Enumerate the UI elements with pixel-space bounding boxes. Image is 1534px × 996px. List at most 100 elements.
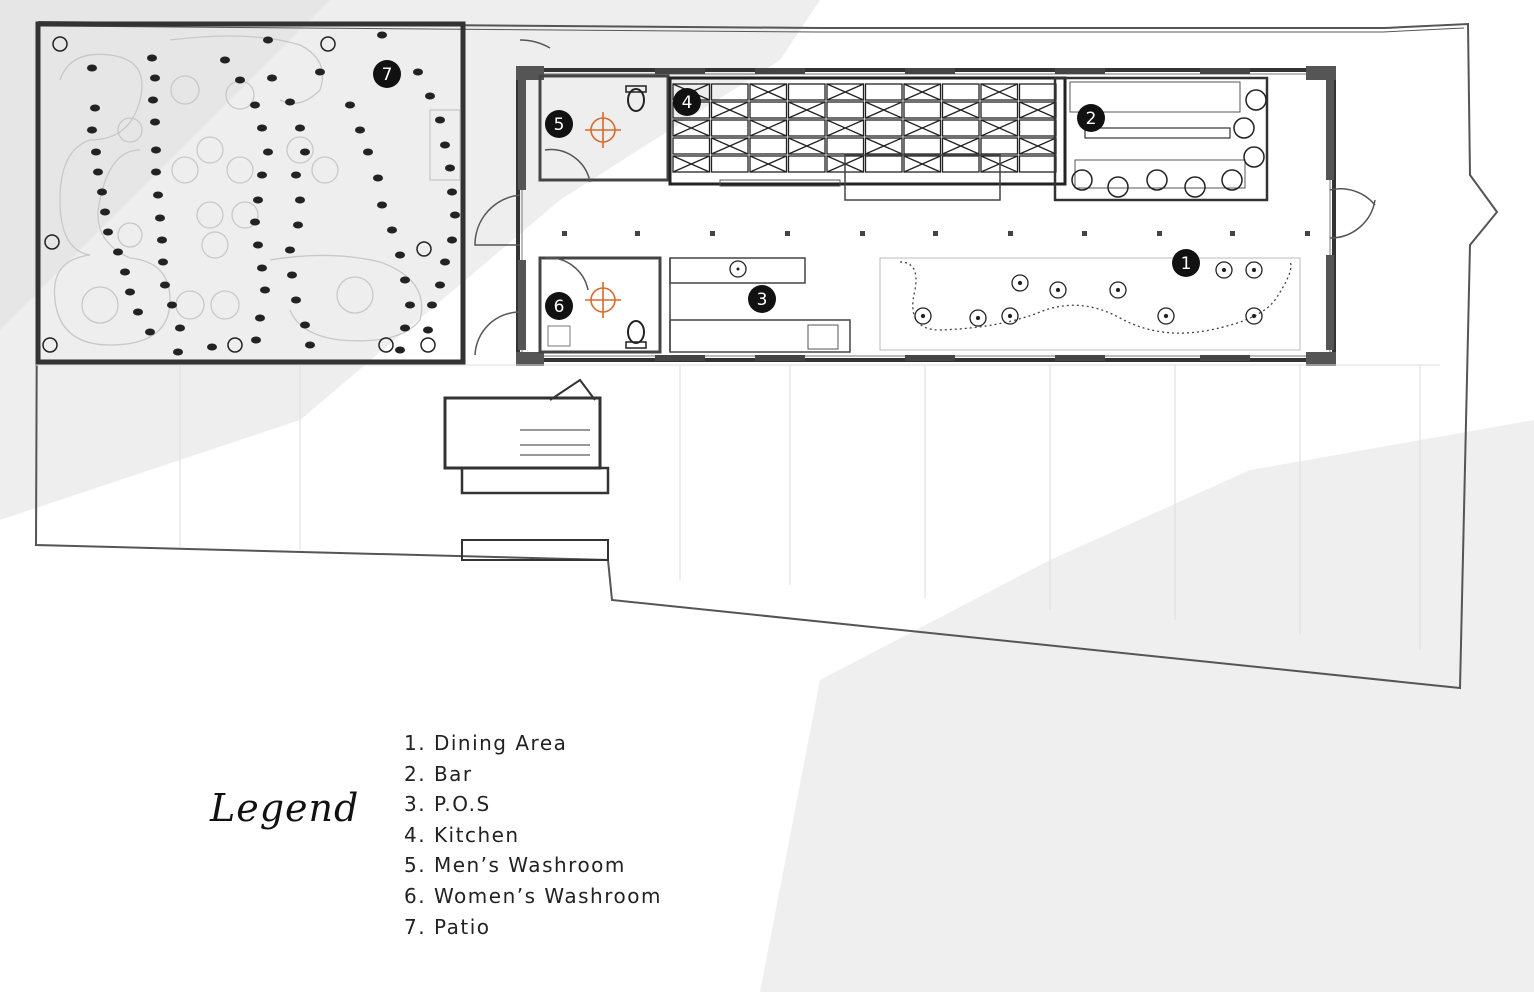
dining-table bbox=[969, 309, 987, 327]
kitchen-cell bbox=[903, 137, 942, 155]
patio-chair bbox=[91, 148, 101, 156]
dining-table bbox=[1215, 261, 1233, 279]
patio-chair bbox=[260, 286, 270, 294]
patio-chair bbox=[405, 301, 415, 309]
dining-table-center bbox=[1007, 313, 1013, 319]
legend-item-kitchen: 4. Kitchen bbox=[404, 822, 520, 847]
kitchen-cell-cross bbox=[903, 119, 941, 137]
patio-chair bbox=[425, 92, 435, 100]
dining-table-center bbox=[1251, 267, 1257, 273]
kitchen-cell bbox=[980, 83, 1019, 101]
patio-chair bbox=[145, 328, 155, 336]
dining-table-center bbox=[1017, 280, 1023, 286]
patio-chair bbox=[253, 241, 263, 249]
patio-chair bbox=[285, 98, 295, 106]
mens-washroom bbox=[538, 74, 670, 183]
svg-text:3: 3 bbox=[757, 290, 768, 310]
patio-chair bbox=[153, 191, 163, 199]
patio-chair bbox=[255, 314, 265, 322]
kitchen-cell bbox=[787, 137, 826, 155]
kitchen-cell bbox=[710, 101, 749, 119]
patio-chair bbox=[250, 218, 260, 226]
kitchen-cell bbox=[1018, 119, 1057, 137]
patio-chair bbox=[355, 126, 365, 134]
bar bbox=[1053, 76, 1269, 202]
kitchen-cell bbox=[710, 119, 749, 137]
patio-chair bbox=[157, 236, 167, 244]
kitchen-cell bbox=[672, 155, 711, 173]
kitchen-cell-cross bbox=[672, 155, 710, 173]
kitchen-cell bbox=[826, 119, 865, 137]
room-markers: 1 2 3 4 5 6 7 bbox=[373, 60, 1200, 320]
patio-chair bbox=[148, 96, 158, 104]
kitchen-cell-cross bbox=[672, 119, 710, 137]
kitchen-cell bbox=[710, 155, 749, 173]
patio bbox=[35, 21, 551, 365]
patio-chair bbox=[435, 116, 445, 124]
patio-chair bbox=[147, 54, 157, 62]
kitchen-cell-cross bbox=[1019, 101, 1057, 119]
svg-text:4: 4 bbox=[682, 93, 693, 113]
svg-text:1: 1 bbox=[1181, 254, 1192, 274]
marker-7: 7 bbox=[373, 60, 401, 88]
womens-washroom bbox=[538, 256, 662, 354]
kitchen-cell-cross bbox=[903, 155, 941, 173]
patio-chair bbox=[87, 64, 97, 72]
pos-counter bbox=[669, 257, 851, 353]
kitchen-cell bbox=[941, 83, 980, 101]
patio-chair bbox=[103, 228, 113, 236]
patio-chair bbox=[87, 126, 97, 134]
patio-chair bbox=[167, 301, 177, 309]
patio-chair bbox=[291, 296, 301, 304]
patio-chair bbox=[373, 174, 383, 182]
patio-chair bbox=[447, 236, 457, 244]
patio-chair bbox=[90, 104, 100, 112]
kitchen-cell bbox=[1018, 155, 1057, 173]
patio-chair bbox=[257, 124, 267, 132]
kitchen-cell bbox=[787, 101, 826, 119]
dining-table bbox=[1245, 261, 1263, 279]
kitchen-cell-cross bbox=[903, 83, 941, 101]
dining-table bbox=[1049, 281, 1067, 299]
dining-table-center bbox=[1251, 313, 1257, 319]
patio-chair bbox=[440, 141, 450, 149]
dining-table bbox=[1157, 307, 1175, 325]
kitchen-cell-cross bbox=[1019, 137, 1057, 155]
kitchen-cell bbox=[826, 101, 865, 119]
dining-table bbox=[1109, 281, 1127, 299]
marker-1: 1 bbox=[1172, 249, 1200, 277]
kitchen-cell bbox=[864, 155, 903, 173]
legend-item-pos: 3. P.O.S bbox=[404, 792, 491, 817]
patio-chair bbox=[287, 271, 297, 279]
patio-chair bbox=[257, 171, 267, 179]
patio-chair bbox=[173, 348, 183, 356]
kitchen-cell bbox=[980, 137, 1019, 155]
marker-5: 5 bbox=[545, 110, 573, 138]
patio-chair bbox=[151, 168, 161, 176]
patio-chair bbox=[100, 208, 110, 216]
kitchen-cell bbox=[826, 137, 865, 155]
patio-chair bbox=[263, 148, 273, 156]
dining-area bbox=[879, 257, 1301, 351]
patio-chair bbox=[120, 268, 130, 276]
legend-item-bar: 2. Bar bbox=[404, 761, 473, 786]
kitchen-cell bbox=[864, 137, 903, 155]
site-boundary bbox=[34, 21, 1499, 690]
patio-chair bbox=[300, 148, 310, 156]
patio-chair bbox=[285, 246, 295, 254]
patio-chair bbox=[250, 101, 260, 109]
patio-chair bbox=[295, 124, 305, 132]
dining-table-center bbox=[1115, 287, 1121, 293]
patio-chair bbox=[263, 36, 273, 44]
patio-chair bbox=[435, 281, 445, 289]
kitchen-cell bbox=[864, 83, 903, 101]
patio-chair bbox=[257, 264, 267, 272]
kitchen-cell-cross bbox=[788, 101, 826, 119]
patio-chair bbox=[387, 226, 397, 234]
dining-table-center bbox=[1221, 267, 1227, 273]
patio-chair bbox=[295, 196, 305, 204]
kitchen-cell bbox=[980, 101, 1019, 119]
kitchen-cell bbox=[903, 101, 942, 119]
patio-chair bbox=[93, 168, 103, 176]
marker-6: 6 bbox=[545, 292, 573, 320]
